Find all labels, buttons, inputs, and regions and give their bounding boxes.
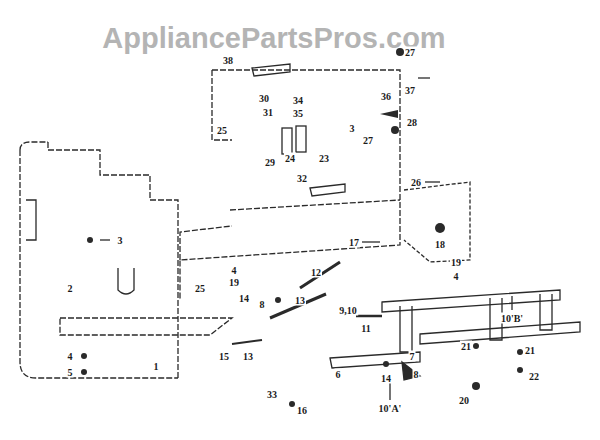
bolt (472, 382, 480, 390)
callout-number: 2 (67, 283, 74, 294)
callout-number: 22 (528, 371, 540, 382)
callout-number: 23 (318, 153, 330, 164)
washer (81, 369, 87, 375)
callout-number: 13 (242, 351, 254, 362)
leader-line (511, 296, 512, 310)
callout-number: 8 (413, 369, 420, 380)
callout-number: 20 (458, 395, 470, 406)
callout-number: 19 (450, 257, 462, 268)
callout-number: 33 (266, 389, 278, 400)
cabinet-top (20, 142, 48, 150)
screw (383, 361, 389, 367)
screw (289, 401, 295, 407)
callout-number: 26 (410, 177, 422, 188)
nut (517, 367, 523, 373)
cabinet-outline (20, 150, 178, 378)
callout-number: 38 (222, 55, 234, 66)
housing (404, 182, 470, 262)
callout-number: 25 (194, 283, 206, 294)
rod (270, 294, 326, 318)
leader-line (425, 181, 440, 182)
rod (232, 340, 262, 344)
bolt (356, 315, 382, 318)
leader-line (418, 77, 430, 78)
callout-number: 11 (360, 323, 371, 334)
callout-number: 13 (294, 295, 306, 306)
frame-rail (230, 200, 400, 210)
callout-number: 14 (380, 373, 392, 384)
base-rail (382, 290, 560, 312)
cabinet-side (48, 142, 178, 378)
callout-number: 24 (284, 153, 296, 164)
callout-number: 18 (434, 239, 446, 250)
bracket (118, 268, 134, 294)
callout-number: 9,10 (338, 305, 358, 316)
callout-number: 29 (264, 157, 276, 168)
callout-number: 27 (362, 135, 374, 146)
callout-number: 15 (218, 351, 230, 362)
foot (402, 362, 420, 380)
screw (81, 353, 87, 359)
callout-number: 27 (404, 47, 416, 58)
rod (300, 262, 340, 288)
leader-line (362, 241, 380, 242)
callout-number: 6 (335, 369, 342, 380)
callout-number: 30 (258, 93, 270, 104)
callout-number: 19 (228, 277, 240, 288)
callout-number: 8 (259, 299, 266, 310)
nut (435, 223, 445, 233)
callout-number: 16 (296, 405, 308, 416)
screw (87, 237, 93, 243)
callout-number: 4 (67, 351, 74, 362)
washer (473, 343, 479, 349)
floor-panel (60, 318, 232, 335)
hinge-plate (252, 64, 290, 76)
nut (391, 126, 399, 134)
callout-number: 37 (404, 85, 416, 96)
leader-line (389, 382, 390, 400)
base-leg (400, 306, 412, 352)
callout-number: 31 (262, 107, 274, 118)
callout-number: 7 (409, 351, 416, 362)
strap (26, 200, 36, 240)
callout-number: 36 (380, 91, 392, 102)
watermark: AppliancePartsPros.com (102, 22, 445, 54)
callout-number: 3 (117, 235, 124, 246)
base-leg (540, 294, 552, 330)
frame-edge (212, 70, 232, 140)
screw (275, 297, 281, 303)
rear-frame (180, 70, 400, 300)
callout-number: 12 (310, 267, 322, 278)
callout-number: 32 (296, 173, 308, 184)
callout-number: 28 (406, 117, 418, 128)
washer (517, 349, 523, 355)
callout-number: 1 (153, 361, 160, 372)
callout-number: 14 (238, 293, 250, 304)
bracket (282, 128, 292, 154)
callout-number: 4 (453, 271, 460, 282)
bracket (296, 126, 306, 152)
callout-number: 25 (216, 125, 228, 136)
leader-line (100, 239, 110, 240)
callout-number: 5 (67, 367, 74, 378)
base-rail (420, 322, 580, 344)
callout-number: 21 (524, 345, 536, 356)
callout-number: 35 (292, 108, 304, 119)
callout-number: 4 (231, 265, 238, 276)
callout-number: 34 (292, 95, 304, 106)
callout-number: 17 (348, 237, 360, 248)
screw (380, 110, 398, 118)
callout-number: 10'A' (378, 403, 403, 414)
frame-rail (180, 226, 232, 260)
callout-number: 10'B' (500, 313, 524, 324)
callout-number: 3 (349, 123, 356, 134)
callout-number: 21 (460, 341, 472, 352)
bracket (310, 184, 345, 196)
